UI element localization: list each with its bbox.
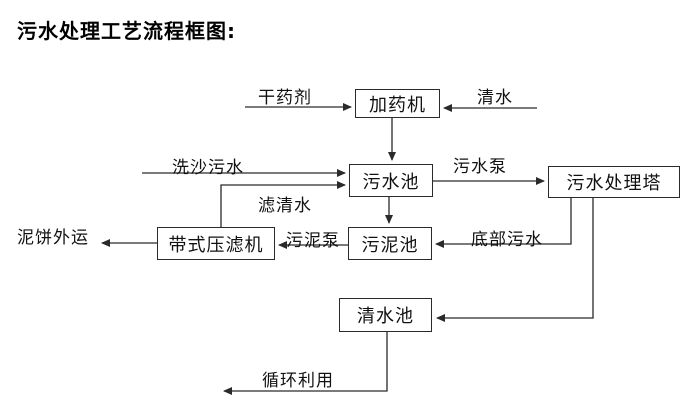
label-bottom-sewage: 底部污水 xyxy=(471,230,543,250)
label-recycle-use: 循环利用 xyxy=(262,371,334,391)
node-clean-water-pool: 清水池 xyxy=(339,298,432,332)
label-sludge-pump: 污泥泵 xyxy=(286,231,340,251)
label-filtered-water: 滤清水 xyxy=(258,196,312,216)
node-dosing-machine: 加药机 xyxy=(355,89,440,118)
label-sand-washing-sewage: 洗沙污水 xyxy=(172,158,244,178)
edge-tower-to-clean-pool-arrow xyxy=(436,198,594,322)
node-sewage-pool: 污水池 xyxy=(349,164,433,197)
page-title: 污水处理工艺流程框图: xyxy=(17,19,236,43)
edge-recycle-arrow xyxy=(223,332,388,395)
node-sludge-pool: 污泥池 xyxy=(348,227,432,260)
edge-filtered-water-arrow xyxy=(220,181,346,227)
node-belt-filter-press: 带式压滤机 xyxy=(157,227,275,260)
node-sewage-treatment-tower: 污水处理塔 xyxy=(548,166,680,198)
label-clean-water: 清水 xyxy=(477,88,513,108)
label-dry-agent: 干药剂 xyxy=(258,88,312,108)
label-sewage-pump: 污水泵 xyxy=(453,157,507,177)
edge-bottom-sewage-arrow xyxy=(435,198,572,248)
label-mud-cake-outbound: 泥饼外运 xyxy=(17,228,89,248)
